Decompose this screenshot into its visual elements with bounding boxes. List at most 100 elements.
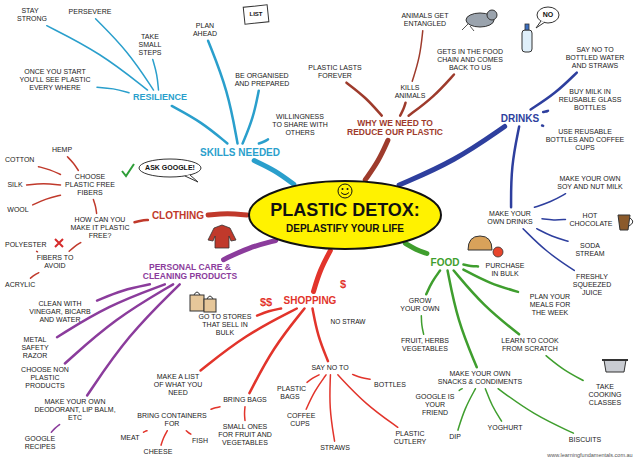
speech-bubble (139, 159, 201, 182)
item-text: KILLS ANIMALS (390, 84, 431, 99)
item-text: PLASTIC CUTLERY (392, 430, 428, 445)
branch-item: PLASTIC CUTLERY (390, 429, 430, 446)
branch-line (463, 264, 478, 266)
item-text: PURCHASE IN BULK (482, 262, 528, 277)
branch-item: PLASTIC BAGS (275, 384, 305, 401)
branch-item: GROW YOUR OWN (398, 296, 443, 313)
branch-item: MAKE A LIST OF WHAT YOU NEED (151, 372, 206, 397)
branch-item: PERSEVERE (67, 7, 114, 17)
branch-heading: FOOD (429, 256, 462, 269)
branch-item: PLAN YOUR MEALS FOR THE WEEK (520, 292, 580, 317)
item-text: USE REUSABLE BOTTLES AND COFFEE CUPS (545, 128, 626, 151)
branch-item: WILLINGNESS TO SHARE WITH OTHERS (270, 112, 330, 137)
item-text: WILLINGNESS TO SHARE WITH OTHERS (272, 113, 328, 136)
branch-line (93, 200, 96, 214)
item-text: CHOOSE PLASTIC FREE FIBERS (65, 173, 116, 196)
central-ellipse: PLASTIC DETOX:DEPLASTIFY YOUR LIFE (247, 179, 443, 251)
item-text: COTTON (5, 156, 34, 164)
item-text: GROW YOUR OWN (400, 297, 441, 312)
branch-item: BE ORGANISED AND PREPARED (232, 71, 292, 88)
branch-line (257, 309, 281, 316)
item-text: CHOOSE NON PLASTIC PRODUCTS (17, 366, 73, 389)
branch-line (523, 229, 574, 271)
item-text: TAKE SMALL STEPS (132, 33, 168, 56)
branch-line (537, 229, 568, 242)
branch-line (67, 157, 78, 171)
branch-item: HEMP (50, 145, 74, 155)
item-text: HEMP (52, 146, 72, 154)
branch-item: METAL SAFETY RAZOR (15, 335, 55, 360)
item-text: ANIMALS GET ENTANGLED (400, 12, 451, 27)
branch-item: GO TO STORES THAT SELL IN BULK (195, 312, 255, 337)
cross-mark (55, 239, 63, 247)
branch-item: BUY MILK IN REUSABLE GLASS BOTTLES (550, 87, 630, 112)
subtitle: DEPLASTIFY YOUR LIFE (286, 223, 404, 234)
item-text: MAKE YOUR OWN SNACKS & CONDIMENTS (437, 370, 523, 385)
item-text: YOGHURT (488, 424, 523, 432)
branch-line (224, 240, 276, 259)
item-text: SAY NO TO BOTTLED WATER AND STRAWS (562, 46, 628, 69)
item-text: MAKE YOUR OWN DEODORANT, LIP BALM, ETC (32, 398, 118, 421)
item-text: SILK (7, 181, 22, 189)
note-label: $ (340, 278, 346, 290)
branch-item: POLYESTER (3, 240, 49, 250)
branch-item: LEARN TO COOK FROM SCRATCH (493, 336, 568, 353)
item-text: BRING CONTAINERS FOR (132, 412, 213, 427)
branch-line (135, 220, 148, 222)
branch-line (161, 431, 167, 445)
item-text: WOOL (7, 206, 28, 214)
branch-item: SMALL ONES FOR FRUIT AND VEGETABLES (213, 422, 278, 447)
branch-line (534, 194, 565, 208)
branch-heading: SKILLS NEEDED (198, 146, 282, 159)
item-text: GOOGLE IS YOUR FRIEND (412, 393, 458, 416)
branch-line (153, 60, 159, 91)
pot-drawing (602, 360, 628, 372)
item-text: PERSONAL CARE & CLEANING PRODUCTS (137, 263, 243, 282)
branch-line (249, 309, 304, 394)
item-text: BRING BAGS (223, 396, 267, 404)
item-text: DIP (449, 433, 461, 441)
item-text: FRESHLY SQUEEZED JUICE (567, 273, 618, 296)
branch-line (365, 140, 388, 179)
item-text: GO TO STORES THAT SELL IN BULK (197, 313, 253, 336)
branch-line (312, 309, 327, 362)
branch-item: MAKE YOUR OWN SNACKS & CONDIMENTS (435, 369, 525, 386)
branch-item: MEAT (119, 433, 142, 443)
bread-drawing (468, 236, 503, 257)
branch-line (346, 83, 381, 116)
item-text: TAKE COOKING CLASSES (580, 383, 631, 406)
branch-item: PLAN AHEAD (188, 21, 223, 38)
branch-line (51, 425, 59, 433)
item-text: LEARN TO COOK FROM SCRATCH (495, 337, 566, 352)
branch-item: GOOGLE RECIPES (23, 434, 58, 451)
branch-item: BRING CONTAINERS FOR (130, 411, 215, 428)
branch-line (412, 31, 423, 82)
item-text: HOT CHOCOLATE (570, 212, 611, 227)
branch-line (306, 375, 326, 409)
branch-item: BRING BAGS (221, 395, 269, 405)
branch-line (542, 124, 543, 127)
item-text: WHY WE NEED TO REDUCE OUR PLASTIC (347, 119, 443, 138)
branch-item: KILLS ANIMALS (388, 83, 433, 100)
branch-line (458, 389, 476, 430)
branch-line (243, 91, 259, 144)
branch-line (546, 356, 583, 381)
item-text: MEAT (121, 434, 140, 442)
item-text: SKILLS NEEDED (200, 147, 280, 158)
item-text: PLASTIC LASTS FOREVER (307, 64, 363, 79)
branch-item: STRAWS (318, 443, 352, 453)
branch-heading: PERSONAL CARE & CLEANING PRODUCTS (135, 262, 245, 283)
bags-drawing (190, 292, 216, 312)
item-text: STAY STRONG (17, 7, 43, 22)
item-text: MAKE YOUR OWN SOY AND NUT MILK (557, 175, 623, 190)
branch-item: HOT CHOCOLATE (568, 211, 613, 228)
branch-line (400, 103, 405, 116)
branch-item: COFFEE CUPS (285, 411, 315, 428)
item-text: BE ORGANISED AND PREPARED (234, 72, 290, 87)
branch-item: FRUIT, HERBS VEGETABLES (398, 336, 453, 353)
item-text: GOOGLE RECIPES (25, 435, 56, 450)
note-label: LIST (250, 11, 263, 18)
item-text: SHOPPING (284, 295, 337, 306)
branch-item: ONCE YOU START YOU'LL SEE PLASTIC EVERY … (15, 67, 95, 92)
branch-item: DIP (447, 432, 463, 442)
